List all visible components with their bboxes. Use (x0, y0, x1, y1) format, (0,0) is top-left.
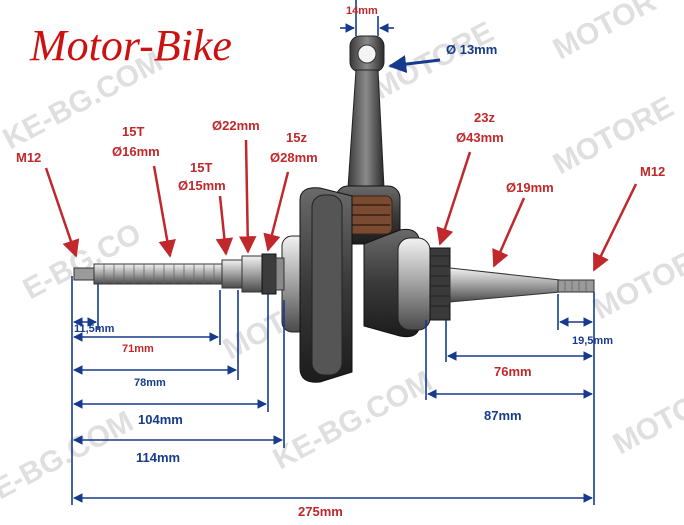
dim-104: 104mm (138, 412, 183, 427)
label-m12-left: M12 (16, 150, 41, 165)
label-14mm: 14mm (346, 5, 378, 17)
dim-275: 275mm (298, 504, 343, 519)
watermark: KE-BG.COM (268, 365, 438, 476)
dim-78: 78mm (134, 377, 166, 389)
left-shaft (73, 253, 285, 295)
left-flywheel (281, 187, 353, 383)
dimension-lines (71, 0, 595, 505)
label-d28: Ø28mm (270, 150, 318, 165)
brand-title: Motor-Bike (29, 21, 232, 70)
right-flywheel (363, 228, 431, 338)
dim-71: 71mm (122, 343, 154, 355)
label-d43: Ø43mm (456, 130, 504, 145)
watermark: MOTOR (548, 0, 662, 66)
dim-114: 114mm (136, 450, 180, 465)
label-d13: Ø 13mm (446, 42, 497, 57)
watermark: E-BG.COM (0, 405, 139, 506)
dim-11-5: 11,5mm (74, 323, 115, 335)
label-15t-top: 15T (122, 124, 144, 139)
label-15t-low: 15T (190, 160, 212, 175)
dim-76: 76mm (494, 364, 532, 379)
label-d19: Ø19mm (506, 180, 554, 195)
crankshaft (73, 35, 595, 383)
label-d16: Ø16mm (112, 144, 160, 159)
callout-arrows (44, 139, 638, 272)
watermark: MOTORE (588, 235, 684, 326)
rod-arrow (388, 55, 441, 74)
watermark: E-BG.CO (18, 217, 147, 306)
label-m12-right: M12 (640, 164, 665, 179)
dim-87: 87mm (484, 408, 522, 423)
label-d15: Ø15mm (178, 178, 226, 193)
label-d22: Ø22mm (212, 118, 260, 133)
right-shaft (429, 247, 595, 321)
label-23z: 23z (474, 110, 495, 125)
dim-19-5: 19,5mm (572, 335, 613, 347)
label-15z: 15z (286, 130, 307, 145)
watermark: MOTORE (608, 370, 684, 461)
